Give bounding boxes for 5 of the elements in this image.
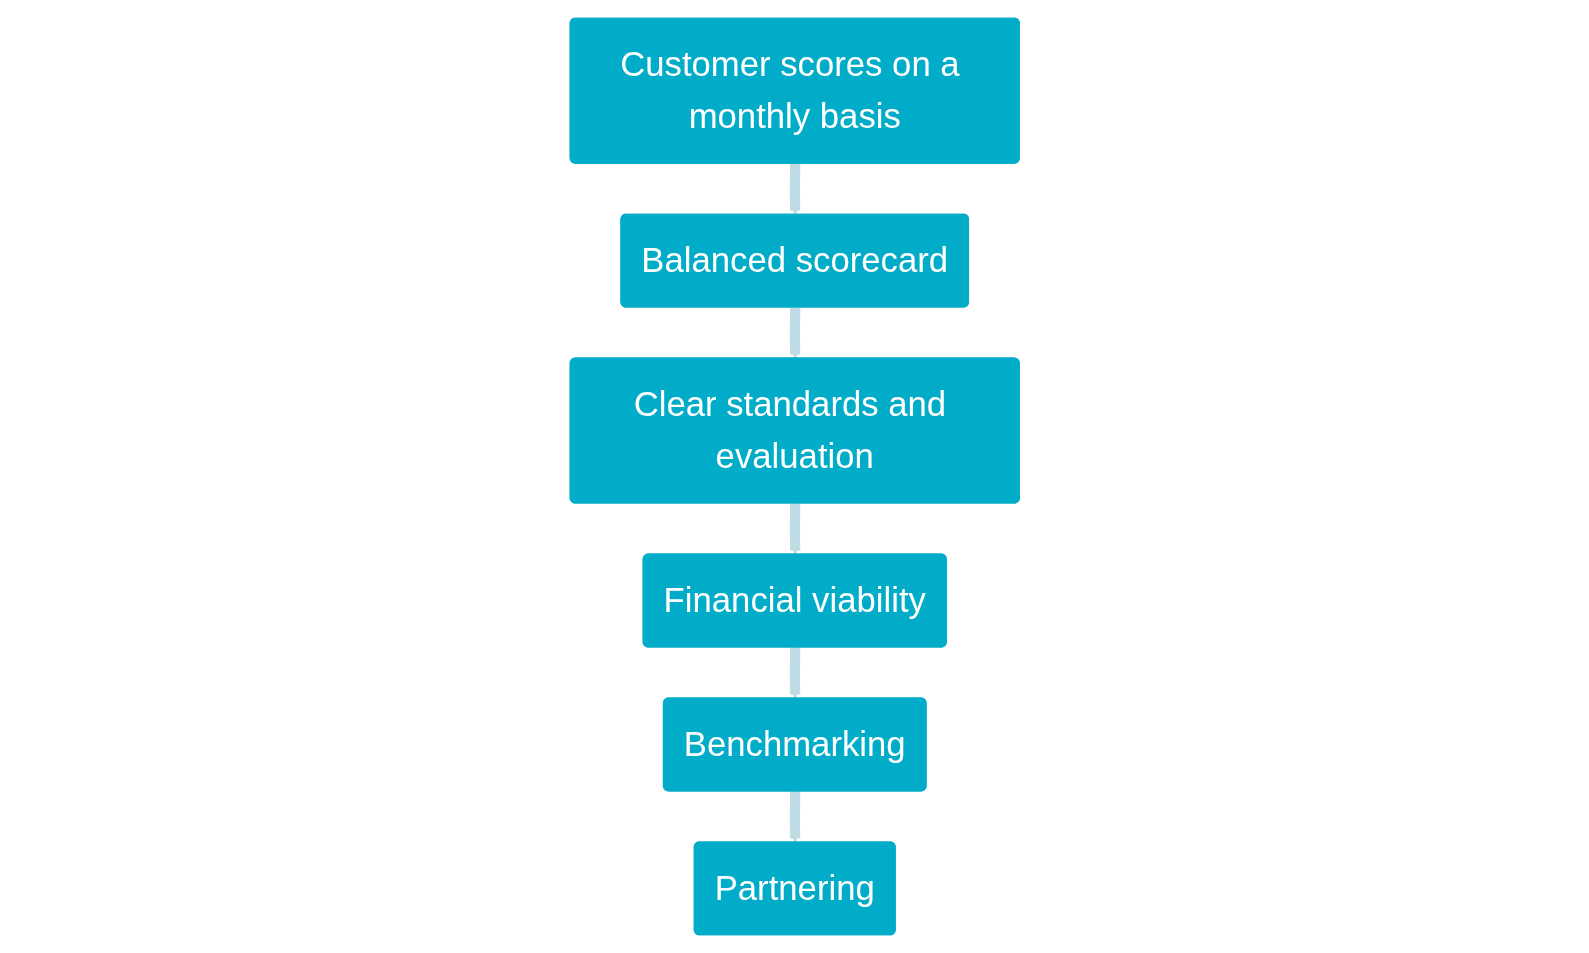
arrow	[789, 502, 801, 555]
arrow	[789, 162, 801, 216]
arrow	[789, 306, 801, 359]
arrow	[789, 646, 801, 699]
arrow	[789, 790, 801, 843]
